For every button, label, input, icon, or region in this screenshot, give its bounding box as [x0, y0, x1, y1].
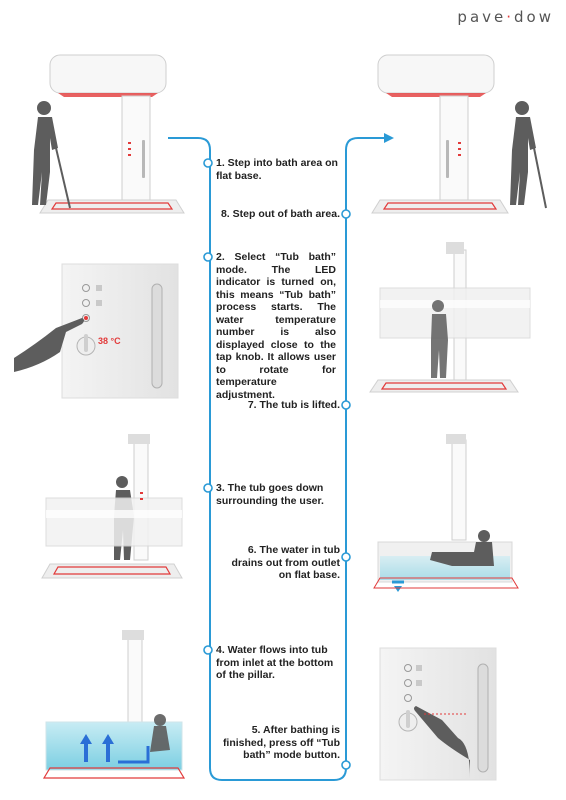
node-step-7	[341, 400, 351, 410]
step-2-text: 2. Select “Tub bath” mode. The LED indic…	[216, 251, 336, 401]
node-step-3	[203, 483, 213, 493]
step-6-text: 6. The water in tub drains out from outl…	[231, 544, 341, 581]
node-step-6	[341, 552, 351, 562]
scene-6-water-drains	[373, 434, 519, 592]
step-1-text: 1. Step into bath area on flat base.	[216, 157, 338, 182]
scene-8-step-out	[371, 54, 547, 214]
scene-3-tub-down	[41, 434, 183, 579]
node-step-1	[203, 158, 213, 168]
step-4-text: 4. Water flows into tub from inlet at th…	[216, 644, 334, 681]
scene-1-step-in	[32, 54, 185, 214]
scene-2-select-mode	[14, 263, 179, 399]
step-7-text: 7. The tub is lifted.	[247, 399, 340, 411]
step-8-text: 8. Step out of bath area.	[220, 208, 340, 220]
scene-4-water-flows	[42, 630, 186, 779]
node-step-2	[203, 252, 213, 262]
step-3-text: 3. The tub goes down surrounding the use…	[216, 482, 324, 507]
scene-7-tub-lifted	[369, 242, 531, 393]
node-step-4	[203, 645, 213, 655]
flow-line	[168, 137, 384, 781]
step-5-text: 5. After bathing is finished, press off …	[222, 724, 340, 761]
node-step-8	[341, 209, 351, 219]
scene-5-press-off	[379, 647, 497, 781]
flow-arrowhead	[384, 133, 394, 143]
node-step-5	[341, 760, 351, 770]
brand-logo: pave·dow	[457, 8, 554, 26]
temperature-readout: 38 °C	[98, 336, 121, 346]
